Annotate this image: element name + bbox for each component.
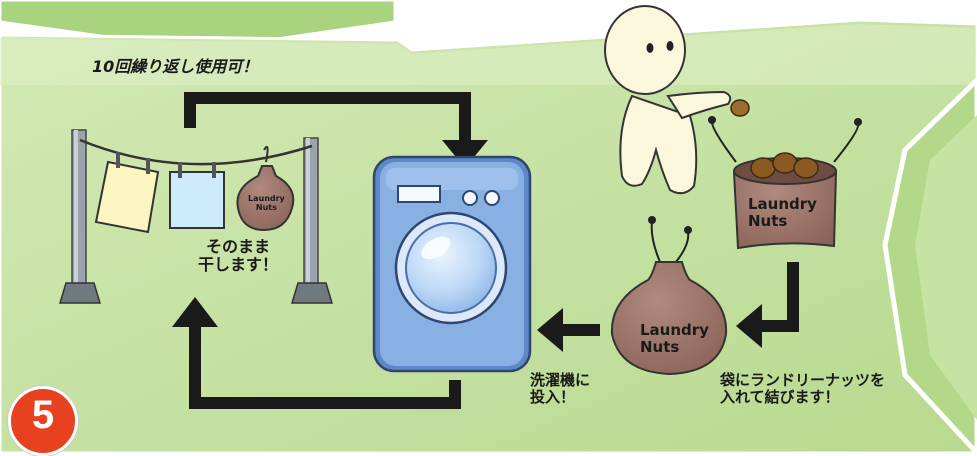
caption-bag-line2: 入れて結びます！ [720,388,840,407]
caption-put-in: 洗濯機に 投入！ [530,371,591,407]
arrow-bag-to-pouch [760,262,799,332]
pouch-label-small-line1: Laundry [248,194,285,203]
step-number: 5 [31,393,55,437]
bag-label-line1: Laundry [748,195,817,213]
step-number-badge: 5 [8,386,78,456]
caption-bag-line1: 袋にランドリーナッツを [720,371,886,389]
caption-put-in-line2: 投入！ [530,388,576,407]
nut-icon [730,99,750,117]
caption-dry-line1: そのまま [206,237,271,256]
pouch-label-small: Laundry Nuts [248,194,285,212]
pouch-label-line1: Laundry [640,321,709,339]
clothesline-icon [58,129,334,304]
arrow-to-washer [184,92,471,142]
caption-reuse: 10回繰り返し使用可！ [92,57,259,76]
pouch-label: Laundry Nuts [640,321,709,357]
nut-pouch-icon [236,146,295,232]
caption-bag: 袋にランドリーナッツを 入れて結びます！ [720,371,886,407]
towel-icon [169,162,225,229]
bag-label: Laundry Nuts [748,195,817,231]
character-icon [604,5,732,195]
top-tab [0,0,397,52]
caption-dry: そのまま 干します！ [198,237,279,275]
bag-label-line2: Nuts [748,212,788,231]
arrow-to-clothesline [189,325,461,409]
washing-machine-icon [372,155,532,373]
caption-dry-line2: 干します！ [198,255,279,275]
green-panel-highlight [0,24,975,85]
nut-pouch-icon [610,216,728,376]
pouch-label-line2: Nuts [640,338,680,357]
nut-bag-icon [708,116,862,250]
towel-icon [94,152,160,234]
pouch-label-small-line2: Nuts [255,203,277,213]
caption-put-in-line1: 洗濯機に [530,371,591,389]
